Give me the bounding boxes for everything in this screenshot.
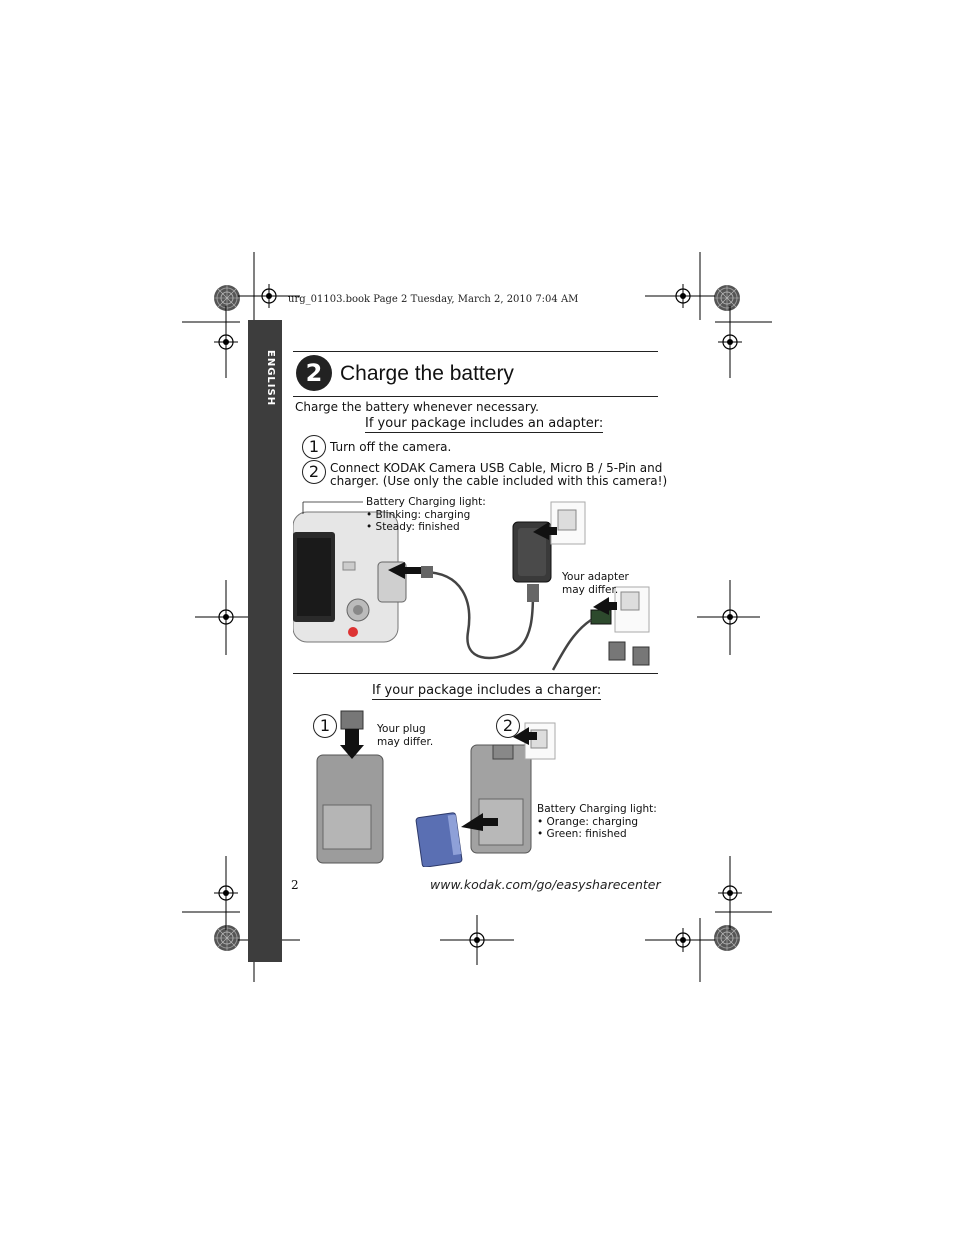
charger-step-2-number: 2 — [496, 714, 520, 738]
adapter-step-2-number: 2 — [302, 460, 326, 484]
charger-plug-line1: Your plug — [377, 723, 426, 735]
adapter-step-1-text: Turn off the camera. — [330, 440, 452, 454]
adapter-step-2-line2: charger. (Use only the cable included wi… — [330, 474, 668, 488]
charger-light-item-orange: • Orange: charging — [537, 815, 639, 828]
section-number-badge: 2 — [296, 355, 332, 391]
page-number: 2 — [291, 878, 299, 892]
charger-plug-note: Your plug may differ. — [377, 723, 433, 748]
charger-light-item-green: • Green: finished — [537, 828, 627, 840]
adapter-light-item-steady: • Steady: finished — [366, 521, 460, 533]
charger-heading: If your package includes a charger: — [372, 683, 602, 700]
adapter-step-1-number: 1 — [302, 435, 326, 459]
language-side-tab — [248, 320, 282, 962]
adapter-light-title: Battery Charging light: — [366, 496, 486, 508]
adapter-step-2-line1: Connect KODAK Camera USB Cable, Micro B … — [330, 461, 663, 475]
section-intro: Charge the battery whenever necessary. — [295, 400, 539, 414]
adapter-differ-note: Your adapter may differ. — [562, 571, 629, 596]
charger-step-1-number: 1 — [313, 714, 337, 738]
charger-plug-line2: may differ. — [377, 735, 434, 748]
adapter-differ-line1: Your adapter — [562, 571, 629, 583]
adapter-charging-illustration — [293, 501, 650, 671]
footer-url-link[interactable]: www.kodak.com/go/easysharecenter — [430, 877, 661, 892]
adapter-heading: If your package includes an adapter: — [365, 416, 604, 433]
adapter-light-item-blinking: • Blinking: charging — [366, 508, 471, 521]
section-title: Charge the battery — [340, 362, 514, 385]
charger-light-title: Battery Charging light: — [537, 803, 657, 815]
adapter-differ-line2: may differ. — [562, 583, 619, 596]
subsection-divider — [293, 673, 658, 674]
section-bottom-rule — [293, 396, 658, 397]
print-header-stamp: urg_01103.book Page 2 Tuesday, March 2, … — [288, 294, 579, 305]
charger-light-callout: Battery Charging light: • Orange: chargi… — [537, 803, 657, 841]
language-label: ENGLISH — [265, 350, 276, 407]
section-top-rule — [293, 351, 658, 352]
adapter-light-callout: Battery Charging light: • Blinking: char… — [366, 496, 486, 534]
charger-illustration — [316, 710, 556, 867]
